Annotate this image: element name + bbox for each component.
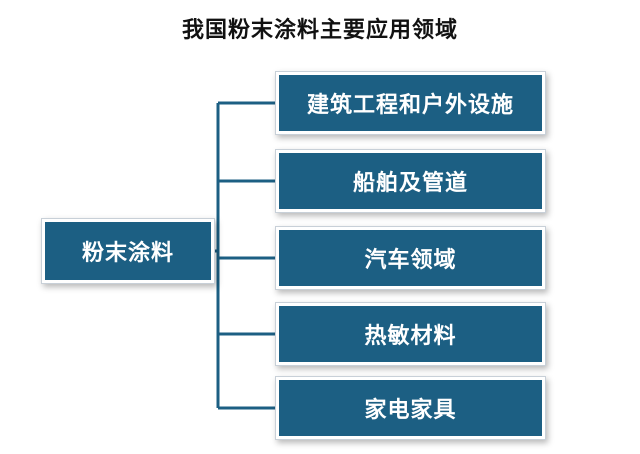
root-node: 粉末涂料 <box>45 222 211 280</box>
root-node-label: 粉末涂料 <box>81 240 174 266</box>
child-node-label: 热敏材料 <box>364 323 457 349</box>
child-node-automotive: 汽车领域 <box>279 230 542 286</box>
child-node-label: 家电家具 <box>364 397 457 423</box>
child-node-label: 船舶及管道 <box>352 170 468 196</box>
child-node-label: 建筑工程和户外设施 <box>306 92 514 118</box>
child-node-appliances-furniture: 家电家具 <box>279 380 542 436</box>
child-node-construction: 建筑工程和户外设施 <box>279 75 542 131</box>
child-node-heat-sensitive: 热敏材料 <box>279 306 542 362</box>
diagram-title: 我国粉末涂料主要应用领域 <box>181 17 458 43</box>
child-node-ships-pipes: 船舶及管道 <box>279 153 542 209</box>
child-node-label: 汽车领域 <box>364 247 457 273</box>
